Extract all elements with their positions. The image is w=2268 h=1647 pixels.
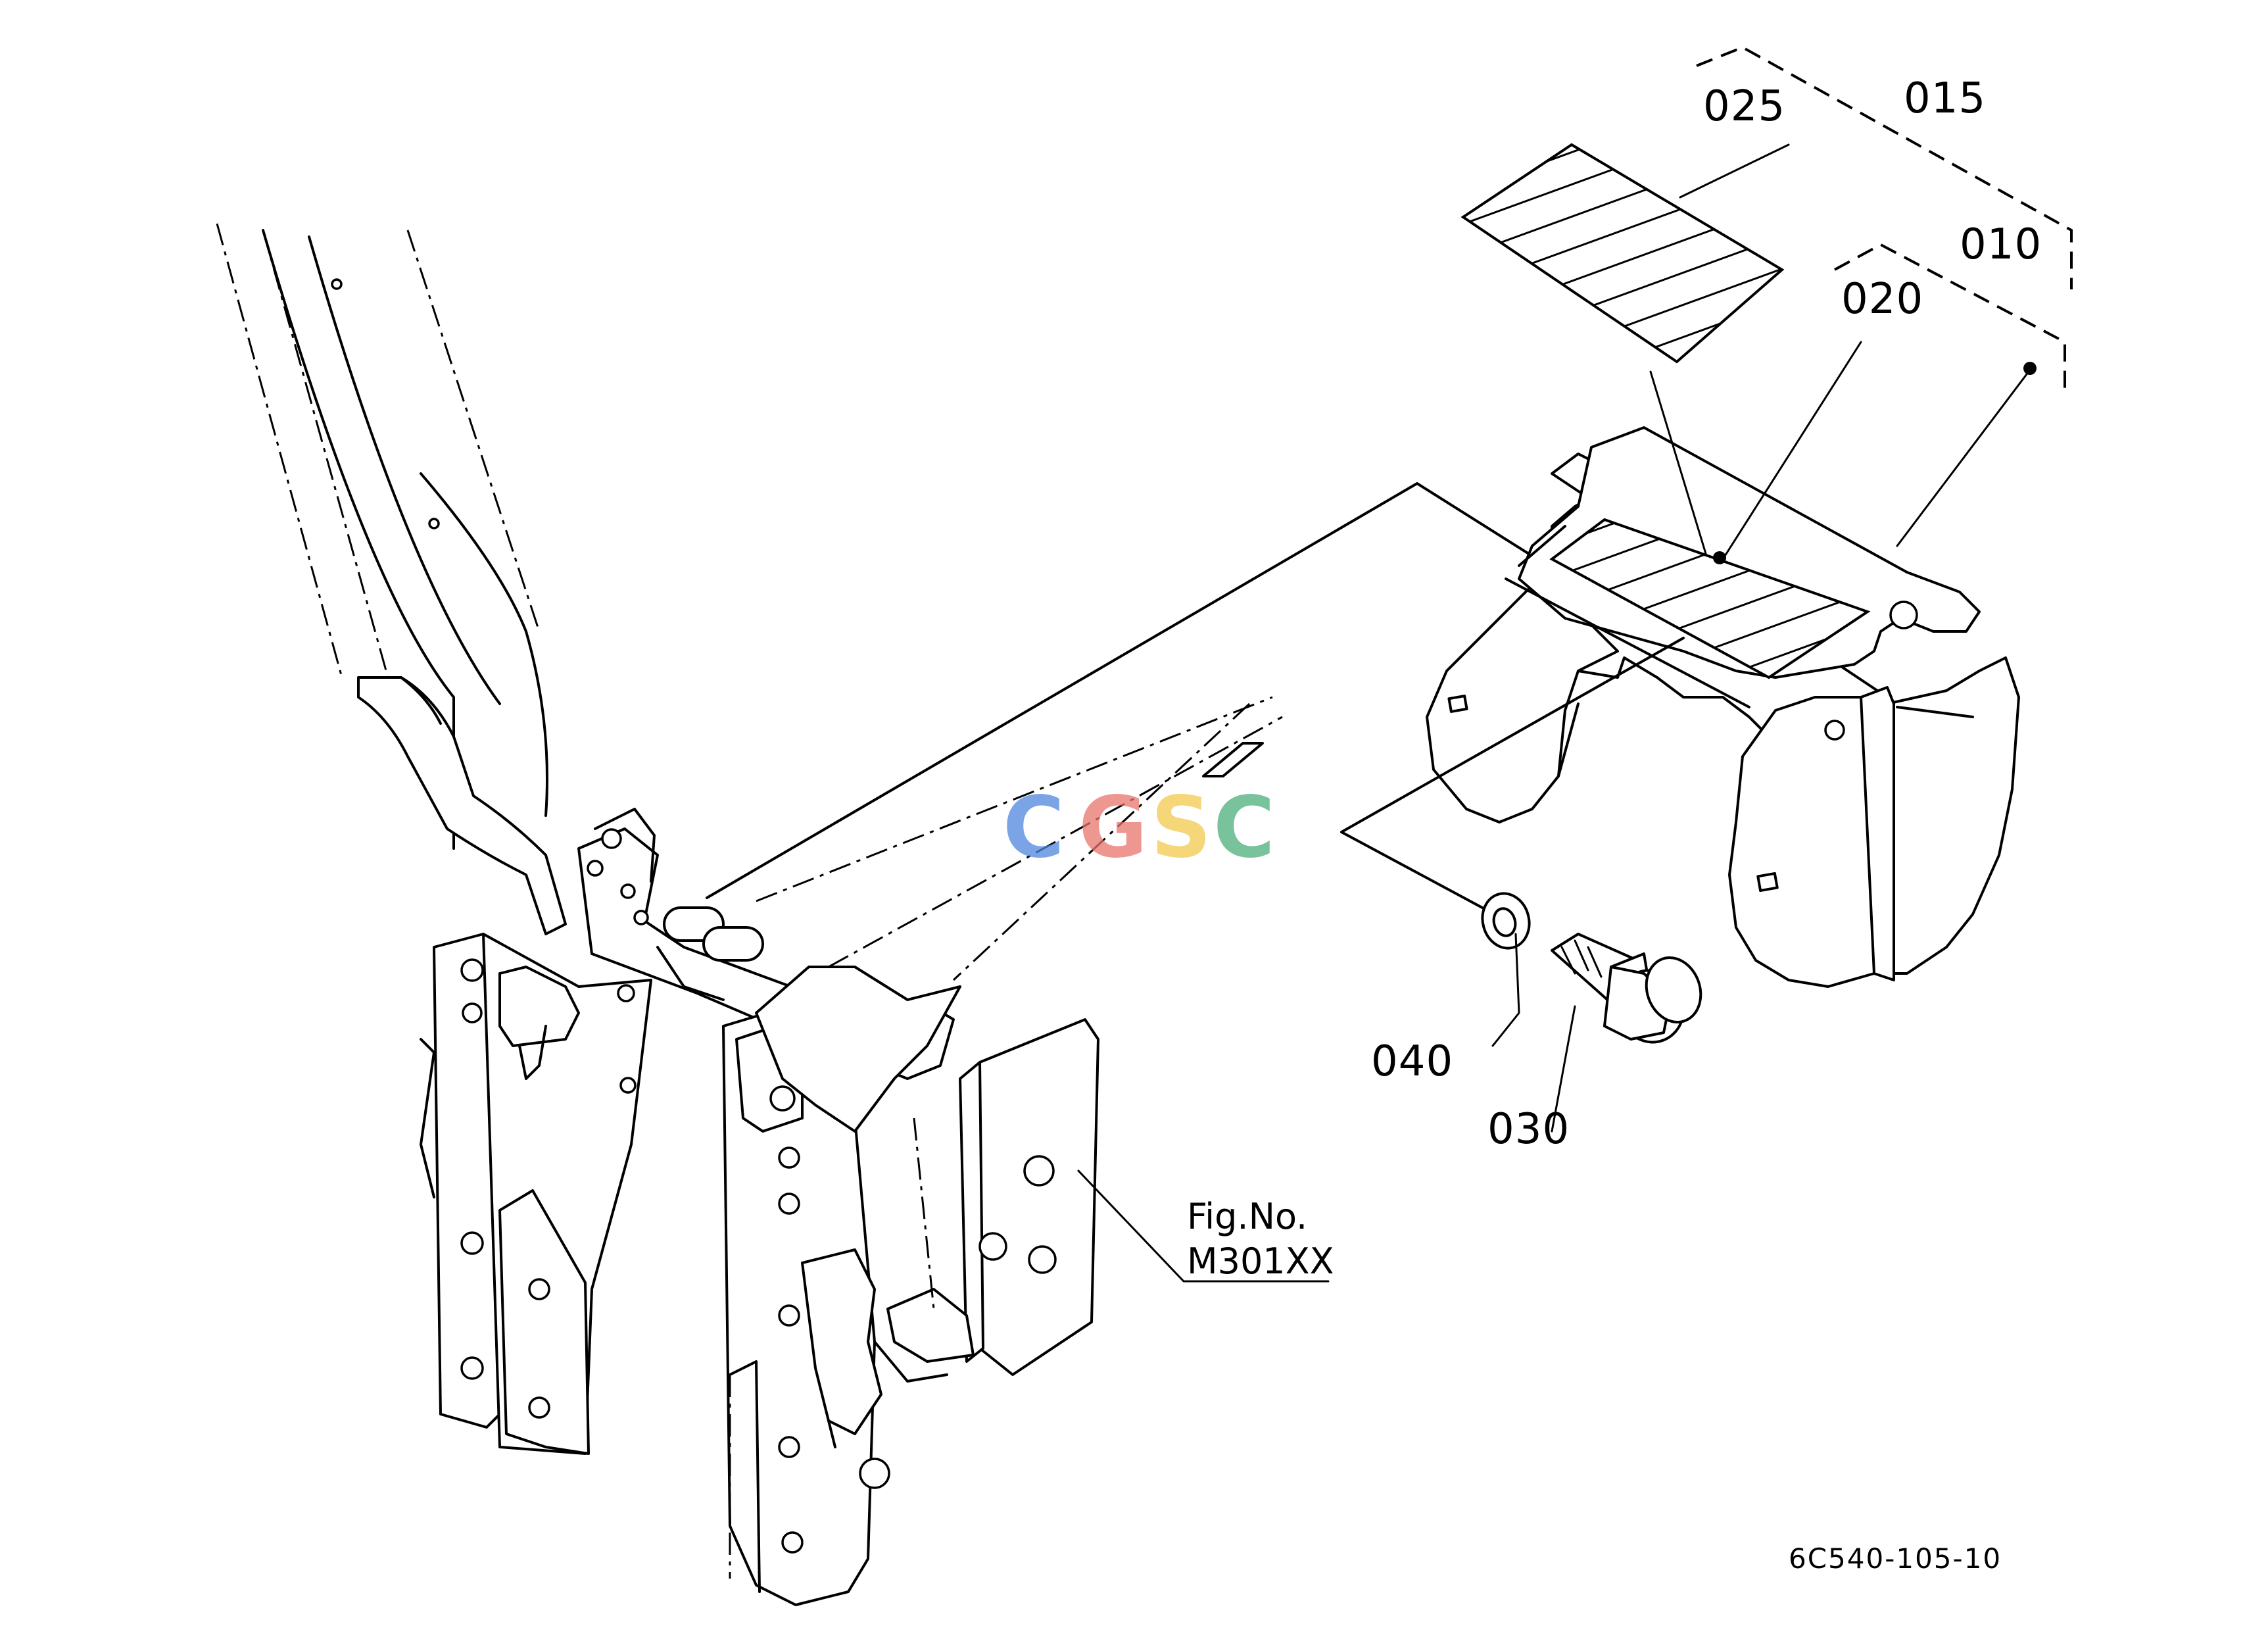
callout-010: 010: [1960, 220, 2042, 269]
bolt: [1551, 933, 1702, 1044]
callout-025: 025: [1703, 82, 1786, 131]
watermark-letter: G: [1078, 779, 1148, 877]
figure-reference-number: M301XX: [1187, 1240, 1334, 1282]
callout-020: 020: [1841, 275, 1924, 324]
callout-015: 015: [1904, 74, 1987, 123]
tractor-frame: [216, 223, 1685, 1606]
figure-reference: Fig.No. M301XX: [1187, 1194, 1334, 1283]
step-bracket-assembly: [1340, 45, 2073, 1133]
step-pad-installed: [1549, 518, 1871, 679]
callout-030: 030: [1487, 1105, 1570, 1154]
watermark-letter: C: [1003, 779, 1065, 877]
figure-reference-label: Fig.No.: [1187, 1196, 1308, 1237]
watermark-letter: C: [1213, 779, 1275, 877]
watermark-letter: S: [1151, 779, 1212, 877]
callout-040: 040: [1371, 1037, 1454, 1086]
drawing-code: 6C540-105-10: [1789, 1542, 2002, 1575]
step-pad-loose: [1460, 143, 1785, 364]
